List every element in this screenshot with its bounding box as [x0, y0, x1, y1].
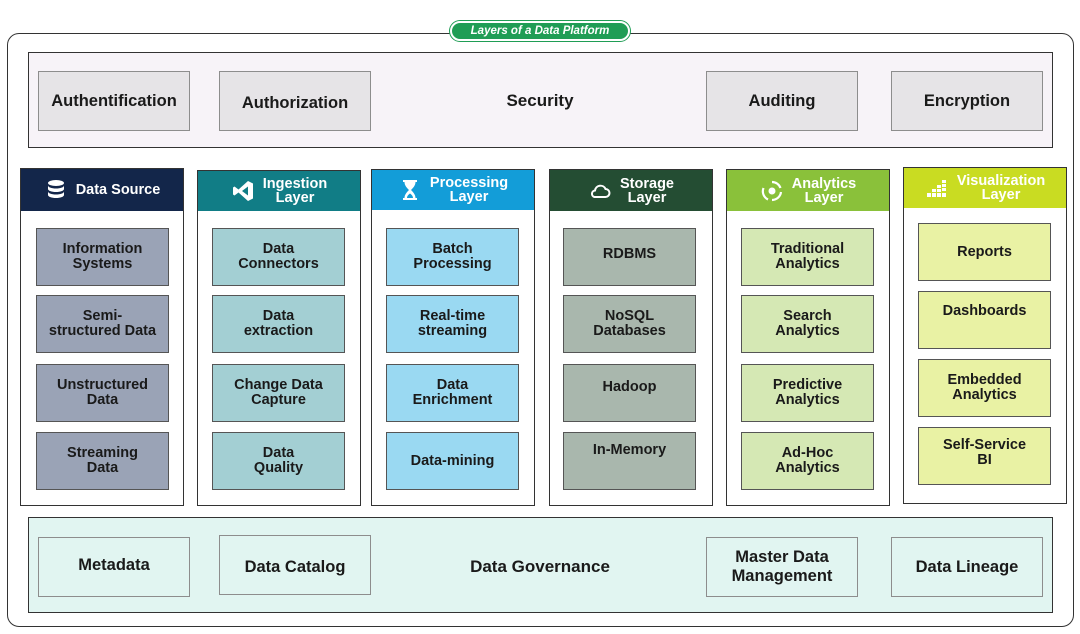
data-connectors-box: Data Connectors — [212, 228, 345, 286]
ingestion-layer-title: Ingestion Layer — [262, 176, 328, 206]
item-label: Self-Service BI — [942, 437, 1027, 468]
processing-layer-header: Processing Layer — [372, 170, 534, 210]
item-label: Real-time streaming — [417, 308, 488, 339]
streaming-data-box: Streaming Data — [36, 432, 169, 490]
item-label: In-Memory — [592, 442, 667, 458]
data-catalog-box: Data Catalog — [219, 535, 371, 595]
storage-layer-title: Storage Layer — [620, 175, 674, 206]
governance-band — [28, 517, 1053, 613]
item-label: Predictive Analytics — [772, 377, 843, 408]
visualization-layer-title: Visualization Layer — [956, 173, 1046, 203]
authorization-box: Authorization — [219, 71, 371, 131]
item-label: Information Systems — [62, 241, 143, 272]
authentification-box: Authentification — [38, 71, 190, 131]
item-label: Traditional Analytics — [770, 241, 845, 272]
bars-icon — [925, 176, 949, 200]
rdbms-box: RDBMS — [563, 228, 696, 286]
item-label: Hadoop — [602, 379, 657, 395]
dashboards-box: Dashboards — [918, 291, 1051, 349]
item-label: Batch Processing — [413, 241, 492, 272]
analytics-layer-header: Analytics Layer — [727, 170, 889, 211]
reports-box: Reports — [918, 223, 1051, 281]
in-memory-box: In-Memory — [563, 432, 696, 490]
ad-hoc-analytics-box: Ad-Hoc Analytics — [741, 432, 874, 490]
item-label: Data Quality — [253, 445, 304, 476]
unstructured-data-box: Unstructured Data — [36, 364, 169, 422]
ingestion-layer-header: Ingestion Layer — [198, 171, 360, 211]
item-label: Unstructured Data — [56, 377, 149, 408]
batch-processing-box: Batch Processing — [386, 228, 519, 286]
information-systems-box: Information Systems — [36, 228, 169, 286]
data-lineage-box: Data Lineage — [891, 537, 1043, 597]
analytics-icon — [760, 179, 784, 203]
item-label: Dashboards — [942, 303, 1027, 319]
hourglass-icon — [398, 178, 422, 202]
data-source-header: Data Source — [21, 169, 183, 211]
storage-layer-header: Storage Layer — [550, 170, 712, 211]
item-label: Reports — [957, 243, 1012, 260]
master-data-management-box: Master Data Management — [706, 537, 858, 597]
nosql-databases-box: NoSQL Databases — [563, 295, 696, 353]
embedded-analytics-box: Embedded Analytics — [918, 359, 1051, 417]
item-label: RDBMS — [602, 246, 657, 262]
item-label: Change Data Capture — [234, 377, 323, 408]
data-mining-box: Data-mining — [386, 432, 519, 490]
vscode-icon — [231, 179, 255, 203]
data-extraction-box: Data extraction — [212, 295, 345, 353]
visualization-layer-header: Visualization Layer — [904, 168, 1066, 208]
security-band — [28, 52, 1053, 148]
data-quality-box: Data Quality — [212, 432, 345, 490]
item-label: Search Analytics — [775, 308, 840, 339]
predictive-analytics-box: Predictive Analytics — [741, 364, 874, 422]
item-label: NoSQL Databases — [593, 308, 666, 339]
self-service-bi-box: Self-Service BI — [918, 427, 1051, 485]
real-time-streaming-box: Real-time streaming — [386, 295, 519, 353]
auditing-box: Auditing — [706, 71, 858, 131]
data-source-title: Data Source — [75, 182, 161, 198]
encryption-box: Encryption — [891, 71, 1043, 131]
item-label: Semi- structured Data — [48, 308, 157, 339]
data-enrichment-box: Data Enrichment — [386, 364, 519, 422]
security-label: Security — [506, 91, 574, 110]
item-label: Streaming Data — [67, 445, 138, 476]
item-label: Data Connectors — [238, 241, 319, 272]
processing-layer-title: Processing Layer — [429, 175, 509, 205]
governance-label: Data Governance — [470, 557, 610, 576]
item-label: Data extraction — [243, 308, 314, 339]
item-label: Data-mining — [410, 452, 495, 469]
metadata-box: Metadata — [38, 537, 190, 597]
analytics-layer-title: Analytics Layer — [791, 175, 857, 206]
change-data-capture-box: Change Data Capture — [212, 364, 345, 422]
search-analytics-box: Search Analytics — [741, 295, 874, 353]
database-icon — [44, 178, 68, 202]
diagram-title: Layers of a Data Platform — [450, 21, 630, 41]
cloud-icon — [588, 179, 612, 203]
item-label: Ad-Hoc Analytics — [775, 445, 840, 476]
semi-structured-data-box: Semi- structured Data — [36, 295, 169, 353]
item-label: Embedded Analytics — [947, 372, 1022, 403]
item-label: Data Enrichment — [412, 377, 493, 408]
traditional-analytics-box: Traditional Analytics — [741, 228, 874, 286]
hadoop-box: Hadoop — [563, 364, 696, 422]
